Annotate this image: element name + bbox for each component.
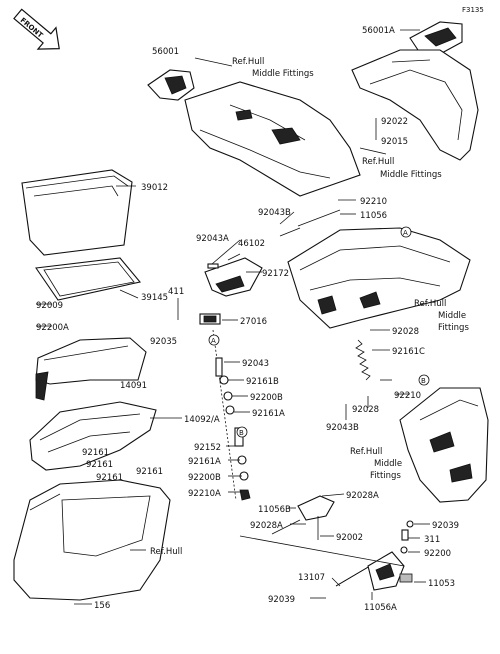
label-92028-top: 92028: [392, 327, 419, 337]
label-92028A-l: 92028A: [250, 521, 283, 531]
ref-rlow-line2: Middle: [374, 459, 402, 469]
label-92039-l: 92039: [268, 595, 295, 605]
hatch-cover-14091: [35, 337, 147, 401]
label-411: 411: [168, 287, 184, 297]
callout-b-mid: B: [236, 426, 248, 438]
label-92043B-mid: 92043B: [326, 423, 359, 433]
label-92022: 92022: [381, 117, 408, 127]
ref-top-line1: Ref.Hull: [232, 57, 264, 67]
label-92161-d: 92161: [96, 473, 123, 483]
label-14091: 14091: [120, 381, 147, 391]
latch-11056B: [297, 495, 335, 540]
ref-rlow-line1: Ref.Hull: [350, 447, 382, 457]
label-92161A-bot: 92161A: [188, 457, 221, 467]
label-11056A: 11056A: [364, 603, 397, 613]
label-156: 156: [94, 601, 110, 611]
label-92161-a: 92161: [82, 448, 109, 458]
hull-shell-lower: [13, 479, 171, 601]
label-92043: 92043: [242, 359, 269, 369]
label-92172: 92172: [262, 269, 289, 279]
label-92028A-r: 92028A: [346, 491, 379, 501]
ref-top-line2: Middle Fittings: [252, 69, 314, 79]
handle-grip-56001: [147, 69, 195, 101]
label-11056B: 11056B: [258, 505, 291, 515]
label-11056: 11056: [360, 211, 387, 221]
label-92161C: 92161C: [392, 347, 425, 357]
callout-a-mid: A: [208, 334, 220, 346]
label-56001A: 56001A: [362, 26, 395, 36]
pin-92043A: [207, 263, 219, 269]
svg-text:A: A: [211, 337, 216, 345]
front-cover-14092: [29, 401, 157, 471]
label-92152: 92152: [194, 443, 221, 453]
label-92161-c: 92161: [136, 467, 163, 477]
hull-fitting-right: [399, 387, 489, 503]
label-11053: 11053: [428, 579, 455, 589]
label-92043A: 92043A: [196, 234, 229, 244]
label-39145: 39145: [141, 293, 168, 303]
callout-b-right: B: [418, 374, 430, 386]
label-56001: 56001: [152, 47, 179, 57]
rod-13107: [335, 565, 371, 587]
label-14092A: 14092/A: [184, 415, 220, 425]
svg-text:B: B: [239, 429, 244, 437]
ref-rlow-line3: Fittings: [370, 471, 401, 481]
label-92210A: 92210A: [188, 489, 221, 499]
ref-rtop-line1: Ref.Hull: [362, 157, 394, 167]
hull-cover-right-top: [351, 49, 479, 161]
callout-a-top: A: [400, 226, 412, 238]
label-92210-top: 92210: [360, 197, 387, 207]
label-92210-mid: 92210: [394, 391, 421, 401]
svg-text:A: A: [403, 229, 408, 237]
label-92200A: 92200A: [36, 323, 69, 333]
label-92009: 92009: [36, 301, 63, 311]
label-92039-r: 92039: [432, 521, 459, 531]
lock-27016: [199, 313, 221, 325]
hull-cover-middle: [184, 81, 361, 197]
bracket-11056A: [367, 551, 413, 591]
label-27016: 27016: [240, 317, 267, 327]
ref-rtop-line2: Middle Fittings: [380, 170, 442, 180]
fastener-stack-right: [400, 520, 414, 554]
rod-11056: [279, 209, 341, 237]
label-92043B-top: 92043B: [258, 208, 291, 218]
label-92200B-bot: 92200B: [188, 473, 221, 483]
label-92015: 92015: [381, 137, 408, 147]
label-92028-mid: 92028: [352, 405, 379, 415]
label-92200: 92200: [424, 549, 451, 559]
label-92200B: 92200B: [250, 393, 283, 403]
front-arrow-icon: FRONT: [13, 8, 60, 50]
label-92035: 92035: [150, 337, 177, 347]
seal-ring-39145: [35, 257, 142, 301]
bracket-46102: [204, 257, 263, 297]
leader-lines: [36, 29, 430, 605]
shaft-stack: [212, 329, 251, 501]
label-92161-b: 92161: [86, 460, 113, 470]
storage-bin-39012: [21, 169, 133, 256]
ref-rmid-line1: Ref.Hull: [414, 299, 446, 309]
handle-grip-56001A: [409, 21, 463, 55]
label-46102: 46102: [238, 239, 265, 249]
label-311: 311: [424, 535, 440, 545]
ref-bottom: Ref.Hull: [150, 547, 182, 557]
label-92161B: 92161B: [246, 377, 279, 387]
label-92161A-top: 92161A: [252, 409, 285, 419]
hull-fitting-center: [287, 227, 471, 329]
svg-text:B: B: [421, 377, 426, 385]
label-92002: 92002: [336, 533, 363, 543]
label-13107: 13107: [298, 573, 325, 583]
spring-92161C: [355, 339, 371, 381]
ref-rmid-line3: Fittings: [438, 323, 469, 333]
figure-id: F3135: [462, 6, 484, 14]
label-39012: 39012: [141, 183, 168, 193]
ref-rmid-line2: Middle: [438, 311, 466, 321]
